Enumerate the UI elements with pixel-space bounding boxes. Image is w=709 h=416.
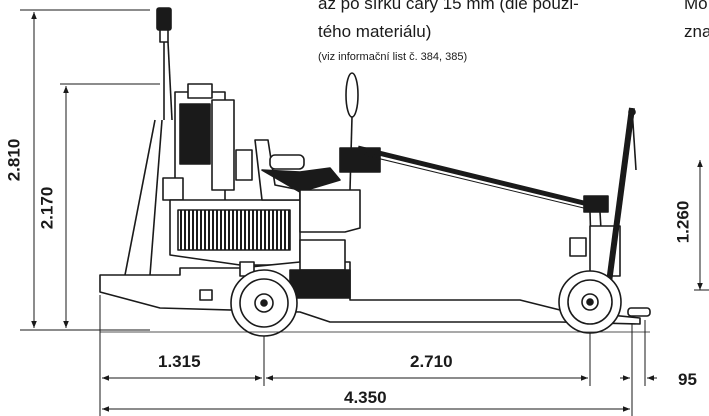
dim-label-handle-height: 1.260 xyxy=(673,200,693,244)
dim-label-total-length: 4.350 xyxy=(344,388,387,407)
caption-note: (viz informační list č. 384, 385) xyxy=(318,51,468,63)
dim-label-rear-offset: 95 xyxy=(678,370,697,389)
right-caption-line-1: Mo xyxy=(684,0,708,13)
dim-label-total-height: 2.810 xyxy=(4,138,24,182)
caption-line-2: tého materiálu) xyxy=(318,22,432,41)
dim-line-handle-height xyxy=(694,160,709,291)
line-marking-machine xyxy=(99,7,651,337)
dim-label-body-height: 2.170 xyxy=(37,186,57,230)
dim-line-body-height xyxy=(60,83,160,328)
right-caption-line-2: zna xyxy=(684,22,709,41)
caption-line-1: až po šířku čáry 15 mm (dle použi- xyxy=(318,0,579,13)
rear-wheel xyxy=(230,269,298,337)
front-wheel xyxy=(558,270,622,334)
dim-label-front-overhang: 1.315 xyxy=(158,352,201,371)
dim-label-wheelbase: 2.710 xyxy=(410,352,453,371)
dim-line-total-height xyxy=(20,9,150,331)
